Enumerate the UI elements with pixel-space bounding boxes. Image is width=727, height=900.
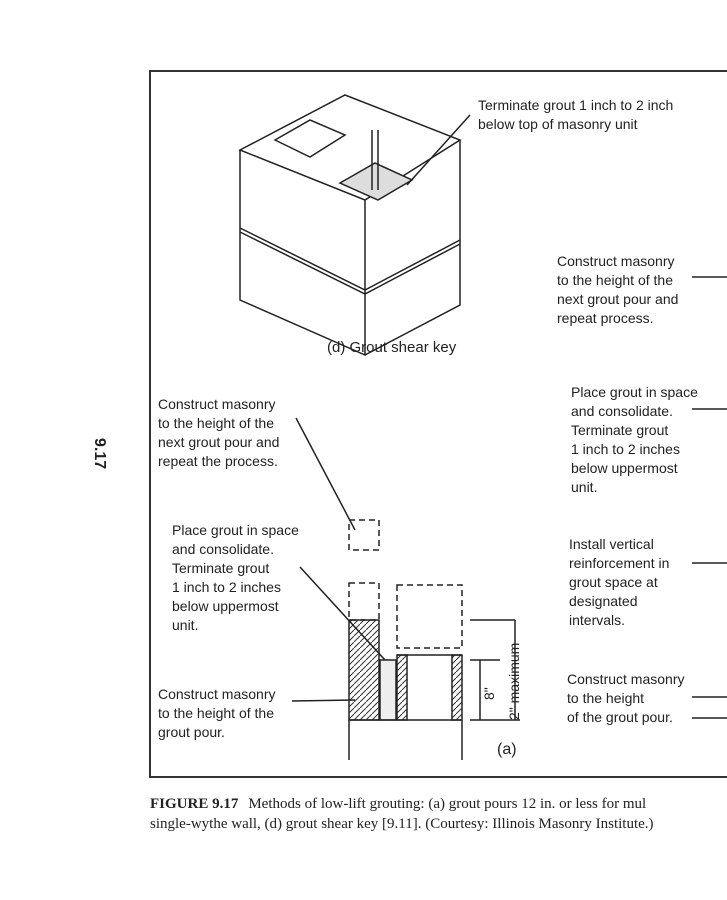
caption-line-2: single-wythe wall, (d) grout shear key […: [150, 816, 654, 832]
figure-caption: FIGURE 9.17 Methods of low-lift grouting:…: [150, 794, 654, 834]
label-terminate-grout: Terminate grout 1 inch to 2 inch below t…: [478, 97, 674, 132]
label-right-3: Install vertical reinforcement in grout …: [569, 536, 670, 628]
label-d-caption: (d) Grout shear key: [327, 339, 457, 356]
label-right-4: Construct masonry to the height of the g…: [567, 671, 685, 725]
dim-maximum: 2" maximum: [506, 642, 522, 720]
grout-shear-key-block: [238, 94, 471, 357]
label-left-3: Construct masonry to the height of the g…: [158, 686, 276, 740]
label-left-1: Construct masonry to the height of the n…: [158, 396, 280, 469]
figure-frame: [149, 70, 727, 778]
section-a: [291, 276, 727, 760]
dim-8-inch: 8": [481, 687, 497, 700]
label-right-1: Construct masonry to the height of the n…: [557, 253, 679, 326]
label-right-2: Place grout in space and consolidate. Te…: [571, 384, 698, 495]
figure-number: FIGURE 9.17: [150, 796, 239, 812]
label-a-caption: (a): [497, 741, 517, 758]
caption-line-1: Methods of low-lift grouting: (a) grout …: [248, 796, 647, 812]
label-left-2: Place grout in space and consolidate. Te…: [172, 522, 299, 633]
